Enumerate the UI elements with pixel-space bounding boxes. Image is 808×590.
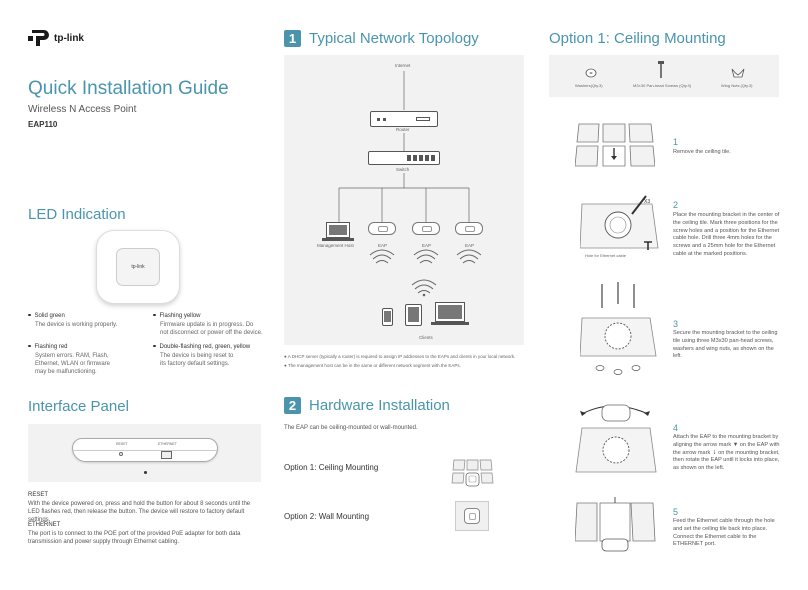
- step-5-number: 5: [673, 507, 679, 517]
- ethernet-port[interactable]: [161, 451, 172, 459]
- ceiling-grid-icon: [451, 459, 494, 487]
- step-3-text: Secure the mounting bracket to the ceili…: [673, 330, 778, 360]
- ceiling-mount-title: Option 1: Ceiling Mounting: [549, 30, 726, 47]
- eap-label: EAP: [465, 243, 475, 248]
- part-screws-label: M3×30 Pan-head Screws (Qty.3): [633, 83, 692, 88]
- hardware-intro: The EAP can be ceiling-mounted or wall-m…: [284, 425, 418, 431]
- step-2-number: 2: [673, 200, 679, 210]
- device-label: tp-link: [131, 264, 145, 270]
- step-5-text: Feed the Ethernet cable through the hole…: [673, 518, 775, 548]
- reset-title: RESET: [28, 492, 49, 498]
- part-wing-nuts-label: Wing Nuts (Qty.3): [721, 83, 753, 88]
- x3-label: X3: [644, 199, 650, 205]
- eap-icon: [368, 222, 396, 235]
- step-3-illustration: [580, 282, 657, 375]
- eap-device-image: tp-link: [96, 230, 180, 304]
- note-text: The management host can be in the same o…: [287, 363, 461, 368]
- client-laptop-icon: [435, 302, 465, 322]
- clients-label: Clients: [419, 335, 433, 340]
- screw-icon: [658, 61, 664, 78]
- topology-note-1: ● A DHCP server (typically a router) is …: [284, 354, 515, 359]
- topology-lines: [338, 71, 470, 222]
- washer-icon: [585, 68, 597, 78]
- device-side-view: RESET ETHERNET: [72, 438, 218, 462]
- ceiling-mount-thumbnail: [451, 456, 494, 490]
- step-5-illustration: [575, 497, 656, 552]
- bullet-icon: [28, 313, 31, 316]
- hole-label: Hole for Ethernet cable: [585, 253, 626, 258]
- guide-subtitle: Wireless N Access Point: [28, 104, 137, 115]
- interface-panel-image: RESET ETHERNET: [28, 424, 261, 482]
- ethernet-title: ETHERNET: [28, 522, 61, 528]
- router-label: Router: [396, 127, 410, 132]
- wall-mount-thumbnail: [455, 501, 489, 531]
- ethernet-port-label: ETHERNET: [158, 442, 177, 446]
- wifi-waves-icon: [369, 249, 482, 297]
- interface-heading: Interface Panel: [28, 398, 129, 415]
- led-item-flashing-yellow: Flashing yellow Firmware update is in pr…: [153, 313, 263, 337]
- bullet-icon: [28, 344, 31, 347]
- model-name: EAP110: [28, 120, 58, 129]
- step-2-text: Place the mounting bracket in the center…: [673, 212, 780, 258]
- option-1-label: Option 1: Ceiling Mounting: [284, 463, 379, 472]
- part-washers-label: Washers(Qty.3): [575, 83, 603, 88]
- section-1-title: Typical Network Topology: [309, 30, 479, 47]
- logo-text: tp-link: [54, 32, 84, 44]
- eap-label: EAP: [422, 243, 432, 248]
- parts-panel: Washers(Qty.3) M3×30 Pan-head Screws (Qt…: [549, 55, 779, 97]
- tablet-icon: [405, 304, 422, 326]
- reset-button[interactable]: [119, 452, 123, 456]
- section-1-number: 1: [284, 30, 301, 47]
- callout-dot: [144, 471, 147, 474]
- step-4-text: Attach the EAP to the mounting bracket b…: [673, 434, 780, 472]
- section-2-number: 2: [284, 397, 301, 414]
- wing-nut-icon: [731, 68, 745, 78]
- ethernet-desc: The port is to connect to the POE port o…: [28, 531, 241, 546]
- switch-icon: [368, 151, 440, 165]
- led-title: Double-flashing red, green, yellow: [159, 344, 251, 350]
- bullet-icon: ●: [284, 354, 288, 359]
- mgmt-host-label: Management Host: [317, 243, 354, 248]
- reset-desc: With the device powered on, press and ho…: [28, 501, 251, 524]
- led-desc: System errors. RAM, Flash, Ethernet, WLA…: [35, 353, 111, 376]
- switch-label: Switch: [396, 167, 410, 172]
- led-item-solid-green: Solid green The device is working proper…: [28, 313, 148, 329]
- tp-link-logo: tp-link: [28, 28, 84, 48]
- phone-icon: [382, 308, 393, 326]
- led-title: Flashing yellow: [159, 313, 201, 319]
- step-4-illustration: [575, 404, 657, 473]
- led-title: Solid green: [34, 313, 65, 319]
- eap-icon: [455, 222, 483, 235]
- led-item-double-flashing: Double-flashing red, green, yellow The d…: [153, 344, 263, 368]
- eap-icon: [412, 222, 440, 235]
- step-1-illustration: [575, 123, 655, 167]
- bullet-icon: [153, 344, 156, 347]
- internet-label: Internet: [395, 63, 411, 68]
- bullet-icon: [153, 313, 156, 316]
- bullet-icon: ●: [284, 363, 288, 368]
- reset-port-label: RESET: [116, 442, 128, 446]
- topology-note-2: ● The management host can be in the same…: [284, 363, 461, 368]
- led-item-flashing-red: Flashing red System errors. RAM, Flash, …: [28, 344, 123, 376]
- led-desc: The device is being reset to its factory…: [160, 353, 234, 368]
- laptop-icon: [326, 222, 350, 238]
- section-2-title: Hardware Installation: [309, 397, 450, 414]
- step-3-number: 3: [673, 319, 679, 329]
- eap-label: EAP: [378, 243, 388, 248]
- device-logo-panel: tp-link: [116, 248, 160, 286]
- step-2-illustration: X3: [580, 195, 659, 250]
- step-1-number: 1: [673, 137, 679, 147]
- option-2-label: Option 2: Wall Mounting: [284, 512, 370, 521]
- led-desc: The device is working properly.: [35, 322, 118, 328]
- step-1-text: Remove the ceiling tile.: [673, 149, 731, 155]
- topology-diagram: Internet Router Switch Management Host E…: [284, 55, 524, 345]
- step-4-number: 4: [673, 423, 679, 433]
- guide-title: Quick Installation Guide: [28, 78, 229, 99]
- tp-link-logo-icon: [28, 30, 49, 46]
- led-title: Flashing red: [34, 344, 68, 350]
- led-desc: Firmware update is in progress. Do not d…: [160, 322, 263, 337]
- led-heading: LED Indication: [28, 206, 126, 223]
- note-text: A DHCP server (typically a router) is re…: [287, 354, 516, 359]
- router-icon: [370, 111, 438, 127]
